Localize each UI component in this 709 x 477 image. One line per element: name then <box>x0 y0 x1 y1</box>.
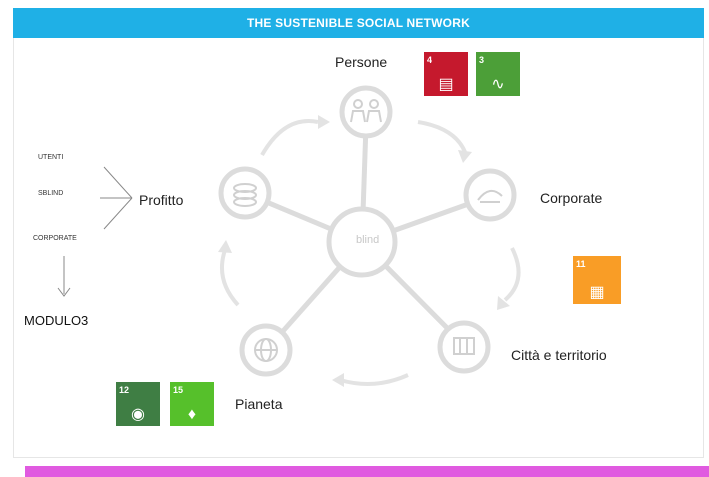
arrow-citta-pianeta <box>339 373 409 386</box>
eye-icon: ◉ <box>131 406 145 423</box>
arrow-corporate-citta <box>503 247 521 302</box>
source-corporate: CORPORATE <box>33 235 77 242</box>
handshake-icon <box>477 189 503 203</box>
node-corporate <box>463 168 517 222</box>
label-persone: Persone <box>335 54 388 70</box>
label-citta: Città e territorio <box>511 347 607 363</box>
label-pianeta: Pianeta <box>235 396 283 412</box>
sdg-badge-4: 4 ▤ <box>424 52 468 96</box>
down-arrow-head <box>57 287 71 297</box>
arrow-pianeta-profitto <box>220 249 240 307</box>
arrowhead-4 <box>332 373 344 387</box>
arrowhead-3 <box>497 296 510 310</box>
arrowhead-5 <box>218 240 232 253</box>
globe-icon <box>254 338 278 362</box>
book-icon: ▤ <box>438 76 454 93</box>
footer-bar <box>25 466 709 477</box>
sdg-number: 11 <box>576 259 586 269</box>
people-icon <box>350 99 382 123</box>
branch-corporate <box>103 197 133 230</box>
sdg-number: 3 <box>479 55 485 65</box>
sdg-badge-12: 12 ◉ <box>116 382 160 426</box>
header-bar: THE SUSTENIBLE SOCIAL NETWORK <box>13 8 704 38</box>
city-icon: ▦ <box>589 284 605 301</box>
sdg-number: 12 <box>119 385 130 395</box>
money-icon <box>233 183 257 207</box>
arrow-profitto-persone <box>260 119 319 156</box>
sdg-badge-3: 3 ∿ <box>476 52 520 96</box>
node-citta <box>437 320 491 374</box>
arrowhead-2 <box>458 150 472 163</box>
node-center <box>326 206 398 278</box>
tree-icon: ♦ <box>187 406 197 423</box>
arrow-persone-corporate <box>417 120 467 153</box>
heartbeat-icon: ∿ <box>491 76 505 93</box>
sdg-number: 4 <box>427 55 433 65</box>
label-profitto: Profitto <box>139 192 184 208</box>
building-icon <box>453 337 475 355</box>
sdg-badge-15: 15 ♦ <box>170 382 214 426</box>
modulo-label: MODULO3 <box>24 313 89 328</box>
label-corporate: Corporate <box>540 190 603 206</box>
arrowhead-1 <box>318 115 330 129</box>
sdg-number: 15 <box>173 385 184 395</box>
page-title: THE SUSTENIBLE SOCIAL NETWORK <box>247 16 470 30</box>
node-persone <box>339 85 393 139</box>
branch-utenti <box>103 166 133 199</box>
source-sblind: SBLIND <box>38 190 64 197</box>
source-utenti: UTENTI <box>38 154 64 161</box>
sdg-badge-11: 11 ▦ <box>573 256 621 304</box>
center-label: blind <box>356 234 380 246</box>
